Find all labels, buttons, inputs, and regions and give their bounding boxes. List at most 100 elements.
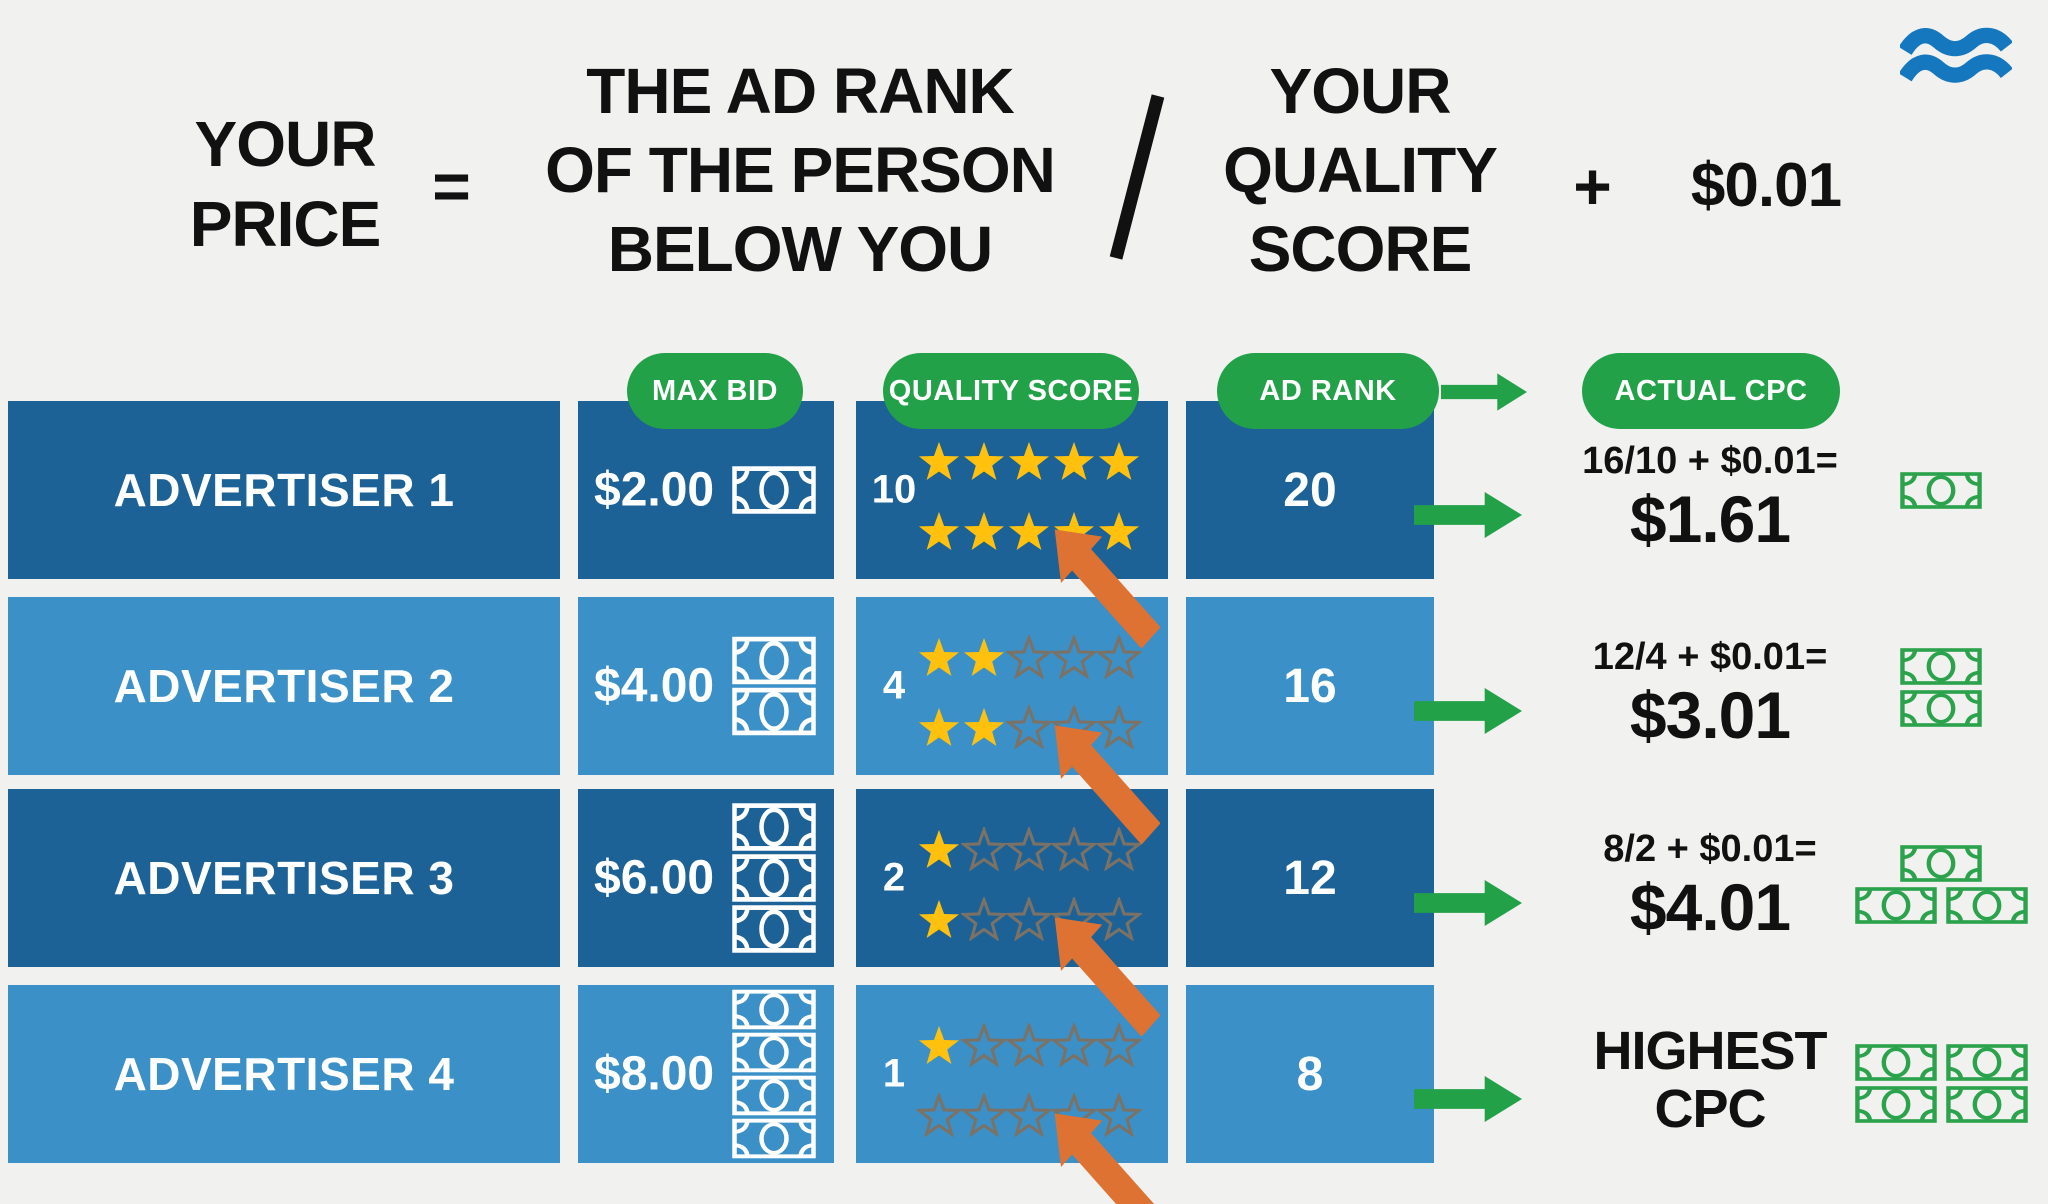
star-row — [916, 509, 1141, 553]
banknote-row — [1900, 845, 1982, 882]
banknote-stack — [732, 466, 816, 514]
advertiser-1-ad-rank-cell: 20 — [1186, 401, 1434, 579]
star-icon — [1008, 511, 1050, 550]
quality-score-value: 4 — [882, 663, 906, 708]
cpc-value: $1.61 — [1629, 482, 1791, 556]
star-icon — [1053, 511, 1095, 550]
quality-score-value: 10 — [871, 467, 917, 512]
cpc-formula: 12/4 + $0.01= — [1592, 636, 1828, 678]
right-arrow-icon — [1441, 372, 1527, 417]
banknote-row — [1854, 887, 2028, 924]
banknote-icon — [732, 905, 816, 953]
up-left-arrow-icon — [1048, 522, 1161, 653]
star-icon — [961, 897, 1007, 941]
advertiser-2-quality-score-cell: 4 — [856, 597, 1168, 775]
advertiser-2-ad-rank-cell: 16 — [1186, 597, 1434, 775]
banknote-icon — [732, 1032, 816, 1073]
column-header-actual-cpc: ACTUAL CPC — [1582, 353, 1840, 429]
column-header-ad-rank: AD RANK — [1217, 353, 1439, 429]
formula-num-line1: THE AD RANK — [586, 55, 1015, 127]
division-slash-icon — [1108, 92, 1166, 267]
star-icon — [918, 829, 960, 868]
max-bid-value: $8.00 — [594, 1047, 715, 1101]
banknote-row — [732, 1075, 816, 1116]
star-icon — [963, 707, 1005, 746]
advertiser-label: ADVERTISER 1 — [113, 464, 455, 516]
cpc-formula: 16/10 + $0.01= — [1582, 440, 1838, 482]
star-row — [916, 1023, 1142, 1067]
star-icon — [1096, 1093, 1142, 1137]
formula-denominator: YOUR QUALITY SCORE — [1180, 52, 1540, 289]
star-icon — [1053, 441, 1095, 480]
banknote-stack — [732, 989, 816, 1159]
banknote-icon — [732, 989, 816, 1030]
cpc-banknotes — [1850, 1044, 2032, 1123]
star-icon — [963, 511, 1005, 550]
star-icon — [1096, 827, 1142, 871]
star-icon — [1006, 897, 1052, 941]
plus-sign: + — [1573, 149, 1612, 223]
highest-cpc-label-line2: CPC — [1654, 1079, 1766, 1139]
banknote-row — [1854, 1086, 2028, 1123]
ad-rank-value: 20 — [1283, 463, 1337, 517]
banknote-icon — [732, 466, 816, 514]
banknote-icon — [732, 687, 816, 736]
star-icon — [961, 1023, 1007, 1067]
advertiser-3-ad-rank-cell: 12 — [1186, 789, 1434, 967]
advertiser-4-ad-rank-cell: 8 — [1186, 985, 1434, 1163]
banknote-row — [732, 636, 816, 685]
equals-sign: = — [432, 149, 471, 223]
star-icon — [1006, 705, 1052, 749]
advertiser-label: ADVERTISER 2 — [113, 660, 455, 712]
banknote-icon — [1900, 690, 1982, 727]
cpc-banknotes — [1850, 648, 2032, 727]
advertiser-label: ADVERTISER 3 — [113, 852, 455, 904]
right-arrow-icon — [1414, 688, 1522, 739]
quality-score-stars — [916, 827, 1142, 941]
right-arrow-icon — [1414, 1076, 1522, 1127]
star-icon — [1006, 1023, 1052, 1067]
banknote-row — [732, 803, 816, 851]
banknote-icon — [732, 636, 816, 685]
banknote-icon — [732, 854, 816, 902]
formula-numerator: THE AD RANK OF THE PERSON BELOW YOU — [540, 52, 1060, 289]
right-arrow-icon — [1414, 880, 1522, 931]
advertiser-2-max-bid-cell: $4.00 — [578, 597, 834, 775]
advertiser-3-name-cell: ADVERTISER 3 — [8, 789, 560, 967]
star-icon — [961, 827, 1007, 871]
star-icon — [918, 637, 960, 676]
column-header-quality-score: QUALITY SCORE — [883, 353, 1139, 429]
star-icon — [1096, 635, 1142, 679]
star-icon — [1098, 511, 1140, 550]
cpc-formula: 8/2 + $0.01= — [1603, 828, 1817, 870]
star-row — [916, 827, 1142, 871]
star-icon — [1051, 827, 1097, 871]
banknote-row — [1900, 472, 1982, 509]
star-icon — [918, 441, 960, 480]
star-icon — [1051, 635, 1097, 679]
banknote-icon — [732, 1075, 816, 1116]
ad-rank-value: 16 — [1283, 659, 1337, 713]
ad-rank-value: 8 — [1296, 1047, 1324, 1101]
banknote-row — [732, 905, 816, 953]
right-arrow-icon — [1414, 492, 1522, 543]
advertiser-3-quality-score-cell: 2 — [856, 789, 1168, 967]
banknote-stack — [732, 803, 816, 953]
banknote-icon — [732, 1118, 816, 1159]
banknote-icon — [1945, 1086, 2028, 1123]
advertiser-4-name-cell: ADVERTISER 4 — [8, 985, 560, 1163]
banknote-row — [732, 687, 816, 736]
star-row — [916, 439, 1141, 483]
actual-cpc-result-3: 8/2 + $0.01= $4.01 — [1545, 826, 1875, 942]
star-icon — [918, 899, 960, 938]
advertiser-4-max-bid-cell: $8.00 — [578, 985, 834, 1163]
advertiser-1-name-cell: ADVERTISER 1 — [8, 401, 560, 579]
formula-num-line3: BELOW YOU — [607, 213, 994, 285]
formula-lhs: YOUR PRICE — [140, 104, 430, 264]
banknote-icon — [1900, 648, 1982, 685]
banknote-row — [1900, 690, 1982, 727]
advertiser-1-quality-score-cell: 10 — [856, 401, 1168, 579]
star-row — [916, 635, 1142, 679]
banknote-icon — [1945, 887, 2028, 924]
